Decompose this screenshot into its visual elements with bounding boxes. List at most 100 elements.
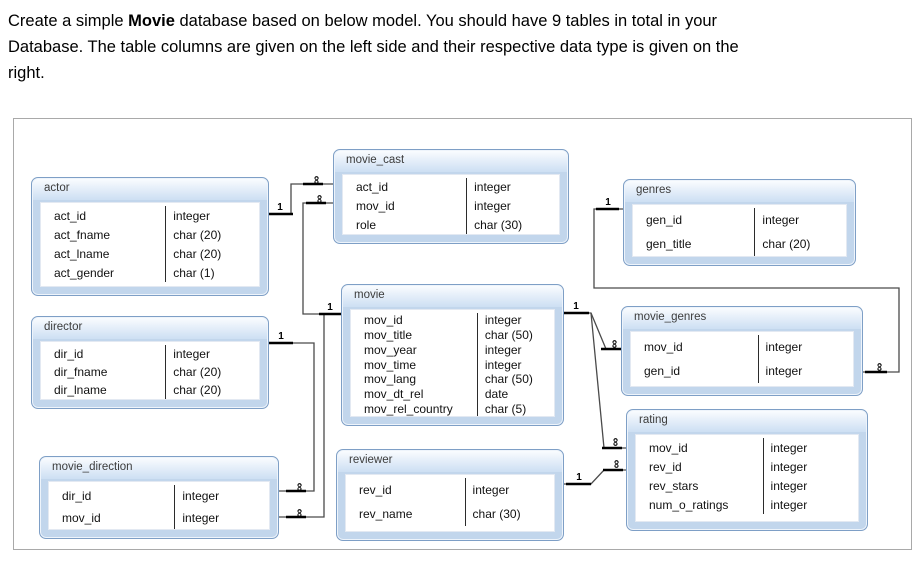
column-name: mov_rel_country — [364, 401, 453, 416]
instructions-line-2: Database. The table columns are given on… — [8, 38, 739, 56]
table-rows: dir_id integer dir_fname char (20) dir_l… — [40, 341, 260, 400]
column-name: mov_id — [649, 440, 688, 455]
column-type: char (30) — [464, 502, 554, 526]
column-name: gen_title — [646, 237, 692, 251]
table-row: mov_id integer — [351, 313, 554, 328]
column-type: char (50) — [476, 371, 554, 387]
table-row: mov_id integer — [49, 507, 269, 529]
column-type: integer — [165, 345, 259, 363]
column-name: dir_fname — [54, 365, 108, 379]
column-type: integer — [466, 178, 559, 197]
cardinality-label-many: ∞ — [313, 195, 327, 204]
relationship-lines: 1 ∞ ∞ 1 ∞ 1 ∞ 1 ∞ 1 ∞ ∞ 1 ∞ — [267, 176, 900, 519]
column-type: integer — [476, 357, 554, 372]
column-name: rev_id — [359, 483, 392, 497]
cardinality-label-many: ∞ — [609, 438, 623, 447]
column-name: mov_lang — [364, 372, 417, 387]
column-type: integer — [762, 476, 858, 495]
table-title: movie — [354, 289, 385, 301]
table-row: dir_id integer — [49, 485, 269, 507]
table-row: act_id integer — [41, 206, 259, 225]
column-type: date — [476, 386, 554, 402]
table-row: rev_id integer — [636, 457, 858, 476]
column-name: mov_dt_rel — [364, 386, 424, 401]
column-name: rev_name — [359, 507, 413, 521]
table-row: num_o_ratings integer — [636, 495, 858, 514]
table-title: movie_direction — [52, 461, 133, 473]
table-row: mov_lang char (50) — [351, 371, 554, 387]
table-rows: rev_id integer rev_name char (30) — [345, 474, 555, 532]
column-name: rev_stars — [649, 478, 699, 493]
table-row: act_fname char (20) — [41, 225, 259, 244]
table-movie-genres: movie_genres mov_id integer gen_id integ… — [621, 306, 863, 396]
column-type: char (20) — [165, 244, 259, 263]
column-name: mov_year — [364, 342, 417, 357]
table-row: dir_id integer — [41, 345, 259, 363]
column-name: mov_id — [644, 340, 683, 354]
column-type: integer — [464, 478, 554, 502]
instructions-line-3: right. — [8, 64, 45, 82]
table-row: gen_id integer — [633, 208, 846, 232]
instructions-line-1: Create a simple Movie database based on … — [8, 12, 718, 30]
column-type: integer — [165, 206, 259, 225]
cardinality-label-many: ∞ — [610, 460, 624, 469]
table-row: mov_dt_rel date — [351, 386, 554, 402]
table-row: rev_name char (30) — [346, 502, 554, 526]
column-type: integer — [757, 335, 853, 359]
table-title: genres — [636, 184, 672, 196]
table-rows: mov_id integer rev_id integer rev_stars … — [635, 434, 859, 522]
table-row: dir_fname char (20) — [41, 363, 259, 381]
cardinality-label-one: 1 — [277, 202, 283, 213]
table-row: mov_rel_country char (5) — [351, 401, 554, 417]
column-type: integer — [174, 507, 269, 529]
table-rows: act_id integer act_fname char (20) act_l… — [40, 202, 260, 287]
column-type: char (1) — [165, 263, 259, 282]
table-rows: mov_id integer mov_title char (50) mov_y… — [350, 309, 555, 417]
table-rows: mov_id integer gen_id integer — [630, 331, 854, 387]
table-rows: act_id integer mov_id integer role char … — [342, 174, 560, 235]
relationship-line — [564, 469, 626, 485]
column-name: num_o_ratings — [649, 497, 729, 512]
cardinality-label-one: 1 — [605, 197, 611, 208]
column-type: char (50) — [476, 327, 554, 343]
table-row: act_gender char (1) — [41, 263, 259, 282]
column-name: dir_lname — [54, 383, 107, 397]
table-row: mov_title char (50) — [351, 327, 554, 343]
column-type: char (20) — [165, 363, 259, 381]
cardinality-label-many: ∞ — [873, 363, 887, 372]
table-title: rating — [639, 414, 668, 426]
column-name: mov_title — [364, 328, 413, 343]
column-type: integer — [476, 313, 554, 328]
column-type: char (5) — [476, 401, 554, 417]
column-name: act_fname — [54, 227, 111, 242]
instructions-text: Create a simple Movie database based on … — [8, 8, 918, 86]
bold-movie-word: Movie — [128, 12, 175, 30]
table-row: gen_id integer — [631, 359, 853, 383]
column-type: integer — [762, 457, 858, 476]
cardinality-label-one: 1 — [278, 331, 284, 342]
table-row: dir_lname char (20) — [41, 381, 259, 399]
column-type: char (20) — [165, 225, 259, 244]
cardinality-label-many: ∞ — [608, 340, 622, 349]
cardinality-label-one: 1 — [576, 472, 582, 483]
table-row: act_lname char (20) — [41, 244, 259, 263]
column-type: char (30) — [466, 215, 559, 235]
column-name: act_lname — [54, 246, 110, 261]
column-name: dir_id — [54, 347, 84, 361]
column-name: gen_id — [644, 364, 681, 378]
column-type: char (20) — [754, 232, 846, 256]
column-name: gen_id — [646, 213, 683, 227]
table-movie: movie mov_id integer mov_title char (50)… — [341, 284, 564, 426]
column-name: mov_id — [356, 199, 395, 213]
column-name: dir_id — [62, 489, 92, 503]
column-type: integer — [754, 208, 846, 232]
table-movie-cast: movie_cast act_id integer mov_id integer… — [333, 149, 569, 244]
table-rows: gen_id integer gen_title char (20) — [632, 204, 847, 257]
table-title: movie_genres — [634, 311, 707, 323]
column-type: integer — [757, 359, 853, 383]
table-row: mov_id integer — [343, 196, 559, 216]
column-type: integer — [762, 438, 858, 457]
column-name: role — [356, 217, 377, 232]
cardinality-label-one: 1 — [327, 302, 333, 313]
cardinality-label-one: 1 — [573, 301, 579, 312]
